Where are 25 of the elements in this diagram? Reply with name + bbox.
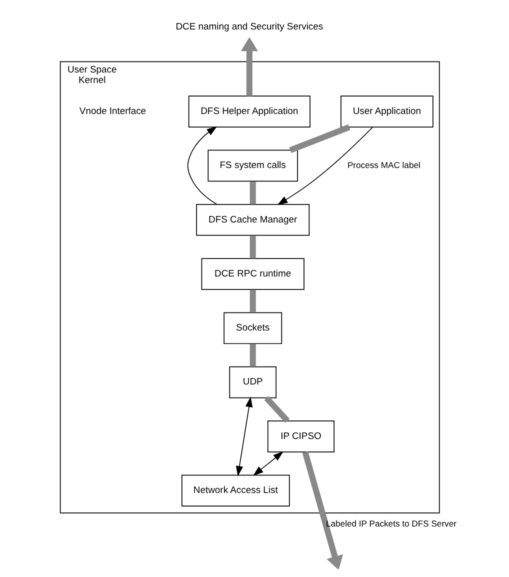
connector <box>264 396 290 423</box>
connector <box>288 124 350 154</box>
arrow <box>240 37 258 96</box>
arrow <box>186 126 217 205</box>
arrow <box>252 451 283 476</box>
connector <box>249 290 256 313</box>
connector <box>249 236 256 258</box>
node-box: User Application <box>340 96 433 128</box>
arrow <box>235 396 252 476</box>
node-box: Network Access List <box>181 474 290 507</box>
node-box: UDP <box>228 366 276 398</box>
connector <box>249 344 256 367</box>
edge-label: Process MAC label <box>346 160 420 170</box>
label: Vnode Interface <box>78 106 146 117</box>
connector <box>249 181 256 204</box>
arrow <box>276 126 373 206</box>
node-box: DFS Helper Application <box>188 96 310 128</box>
node-box: FS system calls <box>207 150 298 182</box>
node-box: DFS Cache Manager <box>196 204 310 236</box>
node-text: DCE naming and Security Services <box>175 22 323 33</box>
edge-label: Labeled IP Packets to DFS Server <box>325 518 456 529</box>
node-box: Sockets <box>223 312 282 344</box>
node-box: IP CIPSO <box>266 420 334 452</box>
node-box: DCE RPC runtime <box>200 258 304 290</box>
arrow <box>302 451 343 569</box>
